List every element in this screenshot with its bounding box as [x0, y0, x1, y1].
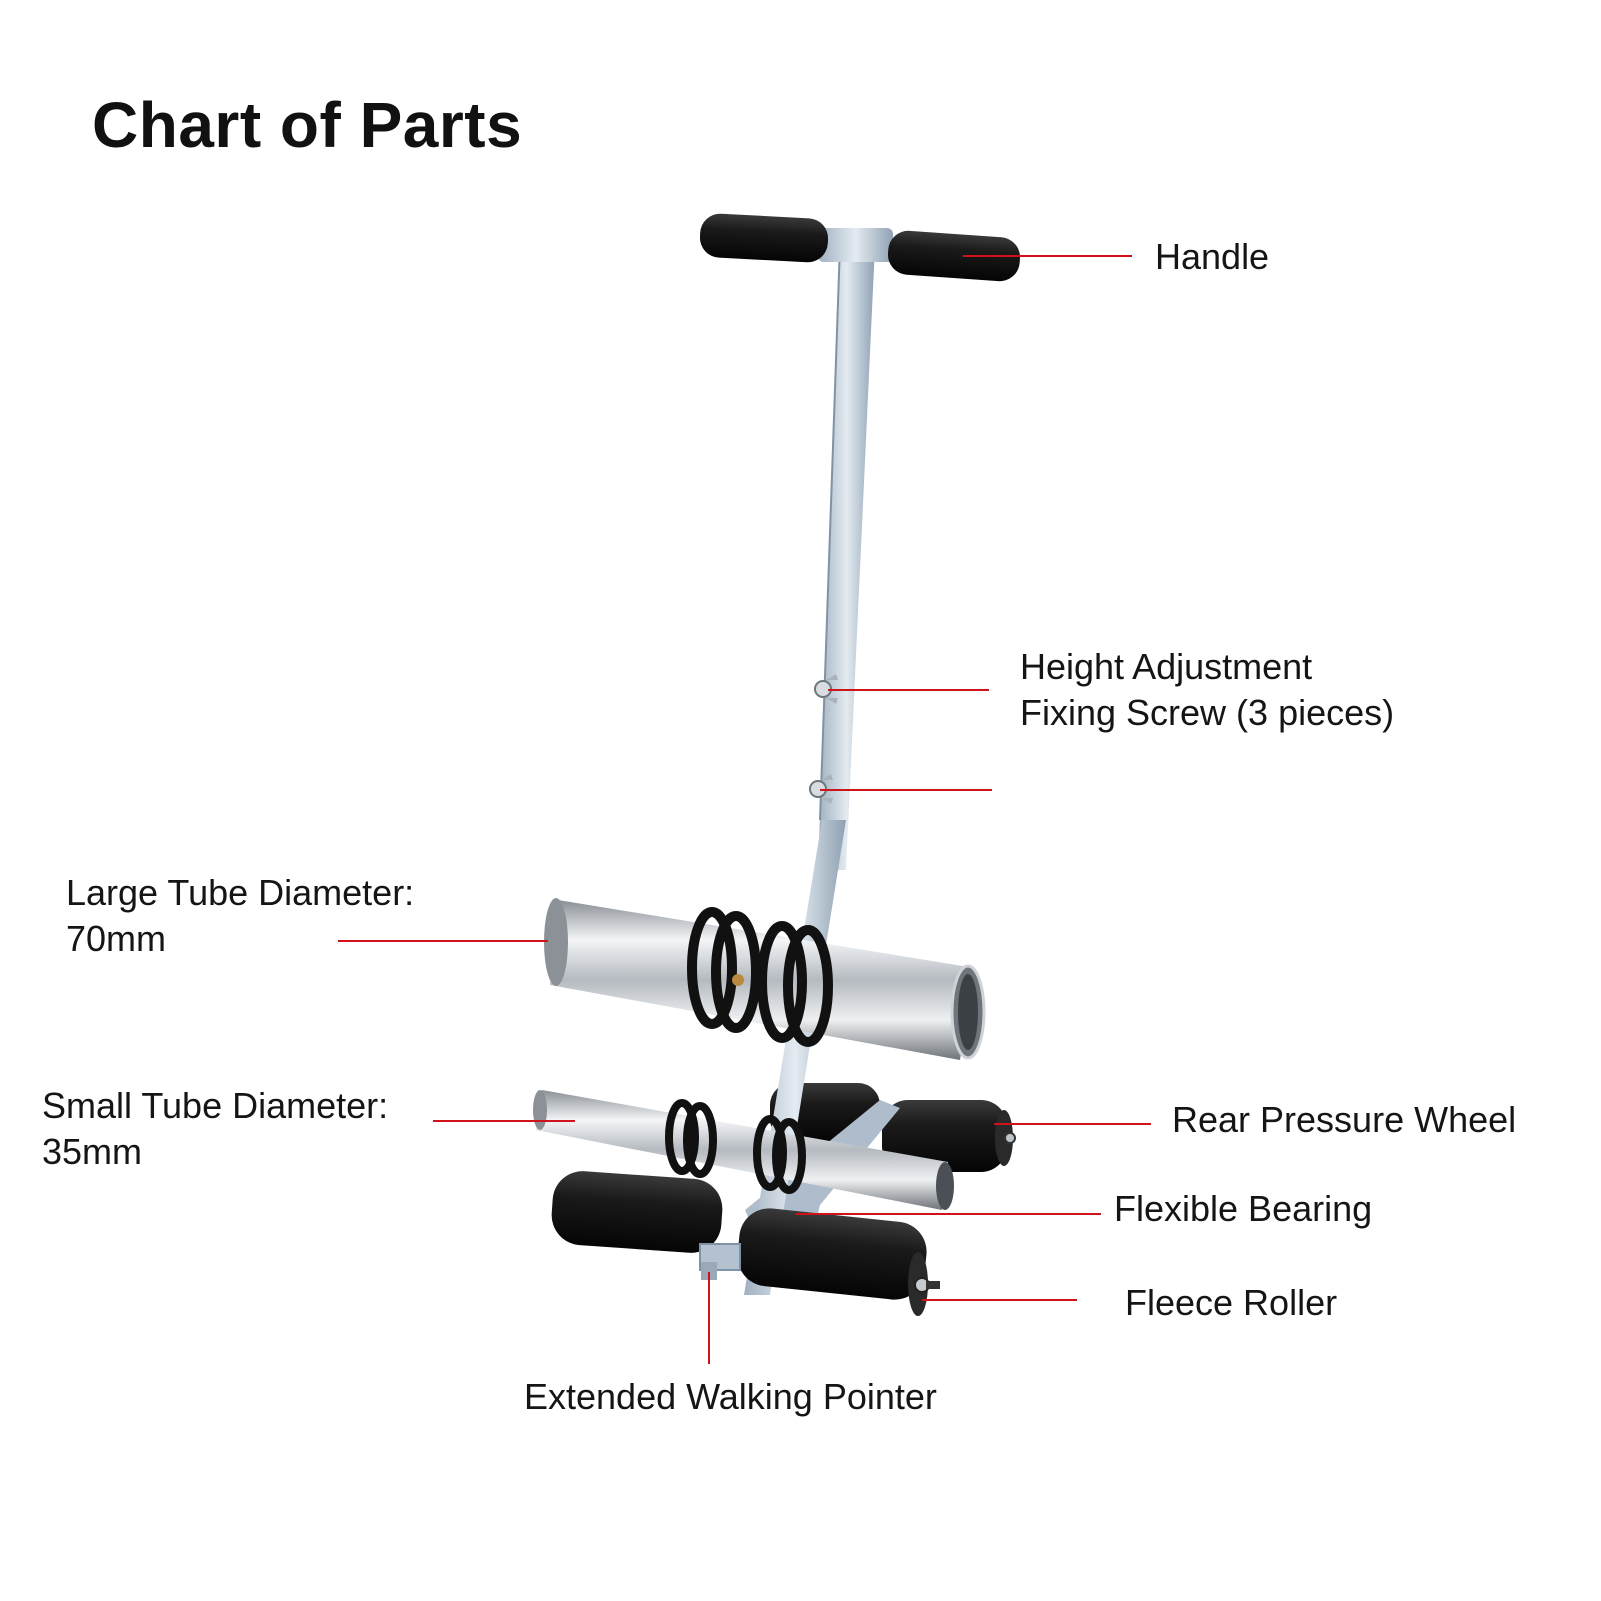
label-height-adjustment-line1: Height Adjustment	[1020, 646, 1313, 687]
label-small-tube: Small Tube Diameter: 35mm	[42, 1083, 388, 1175]
label-extended-walking-pointer: Extended Walking Pointer	[524, 1374, 937, 1420]
label-rear-pressure-wheel-text: Rear Pressure Wheel	[1172, 1099, 1517, 1140]
handle-grip-shape	[699, 213, 1021, 282]
label-handle: Handle	[1155, 234, 1269, 280]
fleece-roller-shape	[551, 1171, 940, 1316]
leader-lines	[338, 255, 1151, 1364]
label-handle-text: Handle	[1155, 236, 1270, 277]
label-small-tube-line2: 35mm	[42, 1131, 143, 1172]
label-height-adjustment: Height Adjustment Fixing Screw (3 pieces…	[1020, 644, 1394, 736]
label-rear-pressure-wheel: Rear Pressure Wheel	[1172, 1097, 1516, 1143]
label-height-adjustment-line2: Fixing Screw (3 pieces)	[1020, 692, 1395, 733]
label-large-tube: Large Tube Diameter: 70mm	[66, 870, 414, 962]
label-flexible-bearing: Flexible Bearing	[1114, 1186, 1372, 1232]
label-small-tube-line1: Small Tube Diameter:	[42, 1085, 389, 1126]
label-fleece-roller-text: Fleece Roller	[1125, 1282, 1338, 1323]
large-tube-shape	[544, 898, 986, 1060]
fixing-screw-shapes	[809, 674, 838, 804]
page-title: Chart of Parts	[92, 89, 523, 161]
label-large-tube-line2: 70mm	[66, 918, 167, 959]
label-extended-walking-pointer-text: Extended Walking Pointer	[524, 1376, 937, 1417]
walking-pointer-shape	[699, 1243, 741, 1280]
label-flexible-bearing-text: Flexible Bearing	[1114, 1188, 1373, 1229]
label-large-tube-line1: Large Tube Diameter:	[66, 872, 415, 913]
label-fleece-roller: Fleece Roller	[1125, 1280, 1337, 1326]
